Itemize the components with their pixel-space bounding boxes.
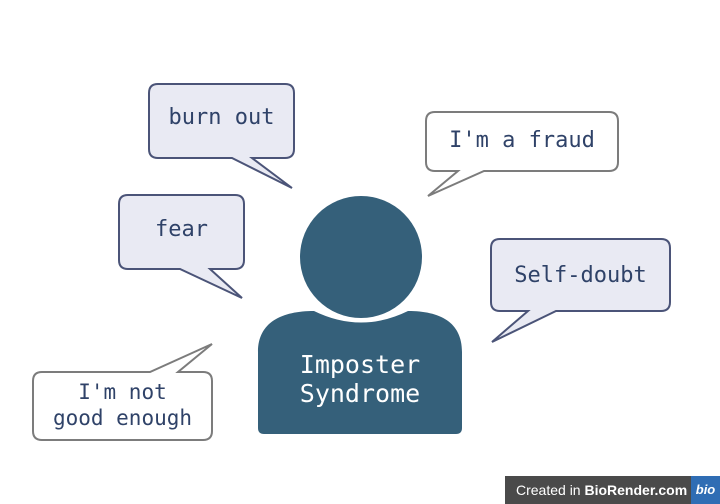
bubble-burn-out-label: burn out: [168, 105, 275, 130]
bubble-fear-label: fear: [155, 217, 208, 242]
bubble-burn-out: [148, 83, 295, 189]
badge-brand: BioRender.com: [584, 482, 688, 498]
person-label-line1: Imposter: [299, 350, 421, 379]
person-body: [258, 311, 462, 434]
badge-text: Created in BioRender.com: [516, 482, 687, 498]
bubble-fraud-label: I'm a fraud: [449, 128, 595, 153]
person-label: Imposter Syndrome: [258, 350, 462, 408]
bubble-not-good-line2: good enough: [52, 406, 193, 430]
biorender-badge[interactable]: Created in BioRender.com bio: [505, 476, 720, 504]
bubble-self-doubt-label: Self-doubt: [514, 263, 647, 288]
bubble-not-good-line1: I'm not: [78, 380, 167, 404]
bubble-not-good-enough: [32, 343, 213, 441]
bubble-self-doubt: [490, 238, 671, 343]
badge-prefix: Created in: [516, 482, 585, 498]
person-label-line2: Syndrome: [299, 379, 421, 408]
person-head: [300, 196, 422, 318]
bubble-fraud: [425, 111, 619, 197]
biorender-logo-icon: bio: [691, 476, 720, 504]
bubble-fear: [118, 194, 245, 299]
